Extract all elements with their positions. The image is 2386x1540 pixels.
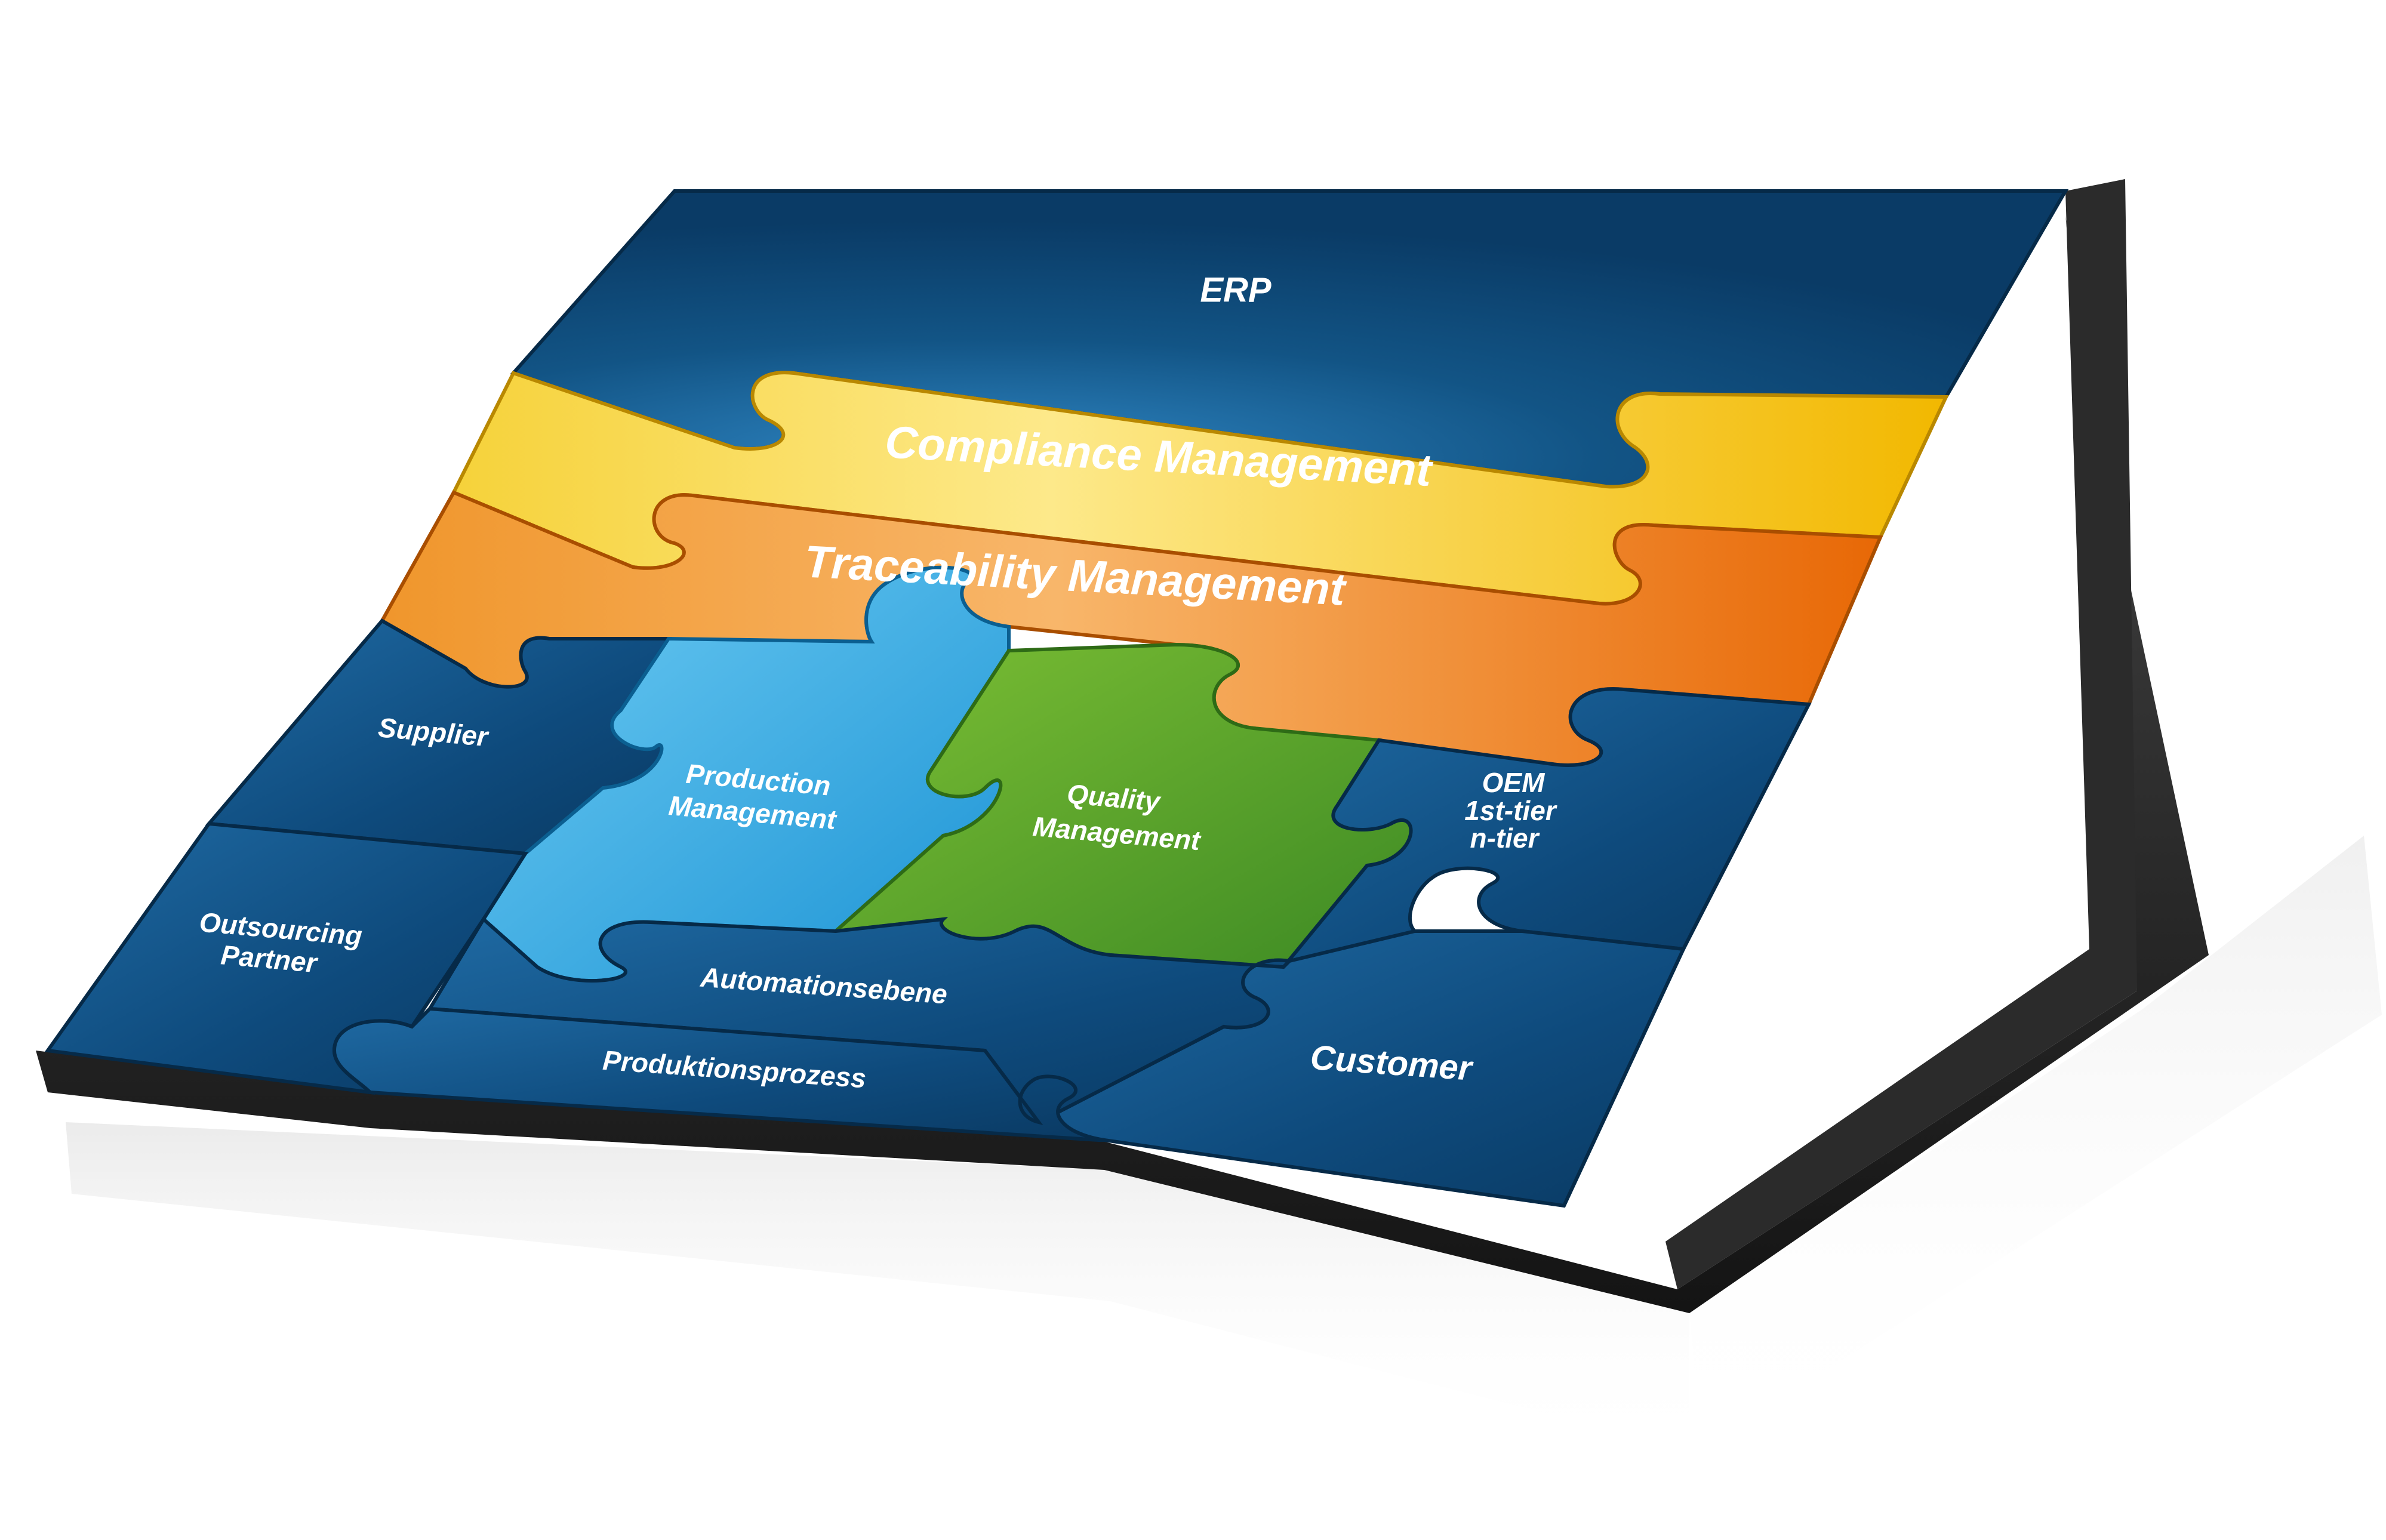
- board-right-edge: [1665, 179, 2137, 1289]
- floor-reflection: [66, 1122, 1689, 1450]
- automation-piece: [426, 916, 1294, 1125]
- oem-label-line1: OEM: [1482, 767, 1545, 798]
- oem-piece: [1278, 687, 1812, 971]
- oem-label-line3: n-tier: [1470, 823, 1540, 854]
- oem-label-line2: 1st-tier: [1464, 795, 1557, 826]
- right-reflection: [1689, 836, 2382, 1450]
- erp-label: ERP: [1200, 270, 1271, 309]
- produktion-piece: [332, 1006, 1105, 1142]
